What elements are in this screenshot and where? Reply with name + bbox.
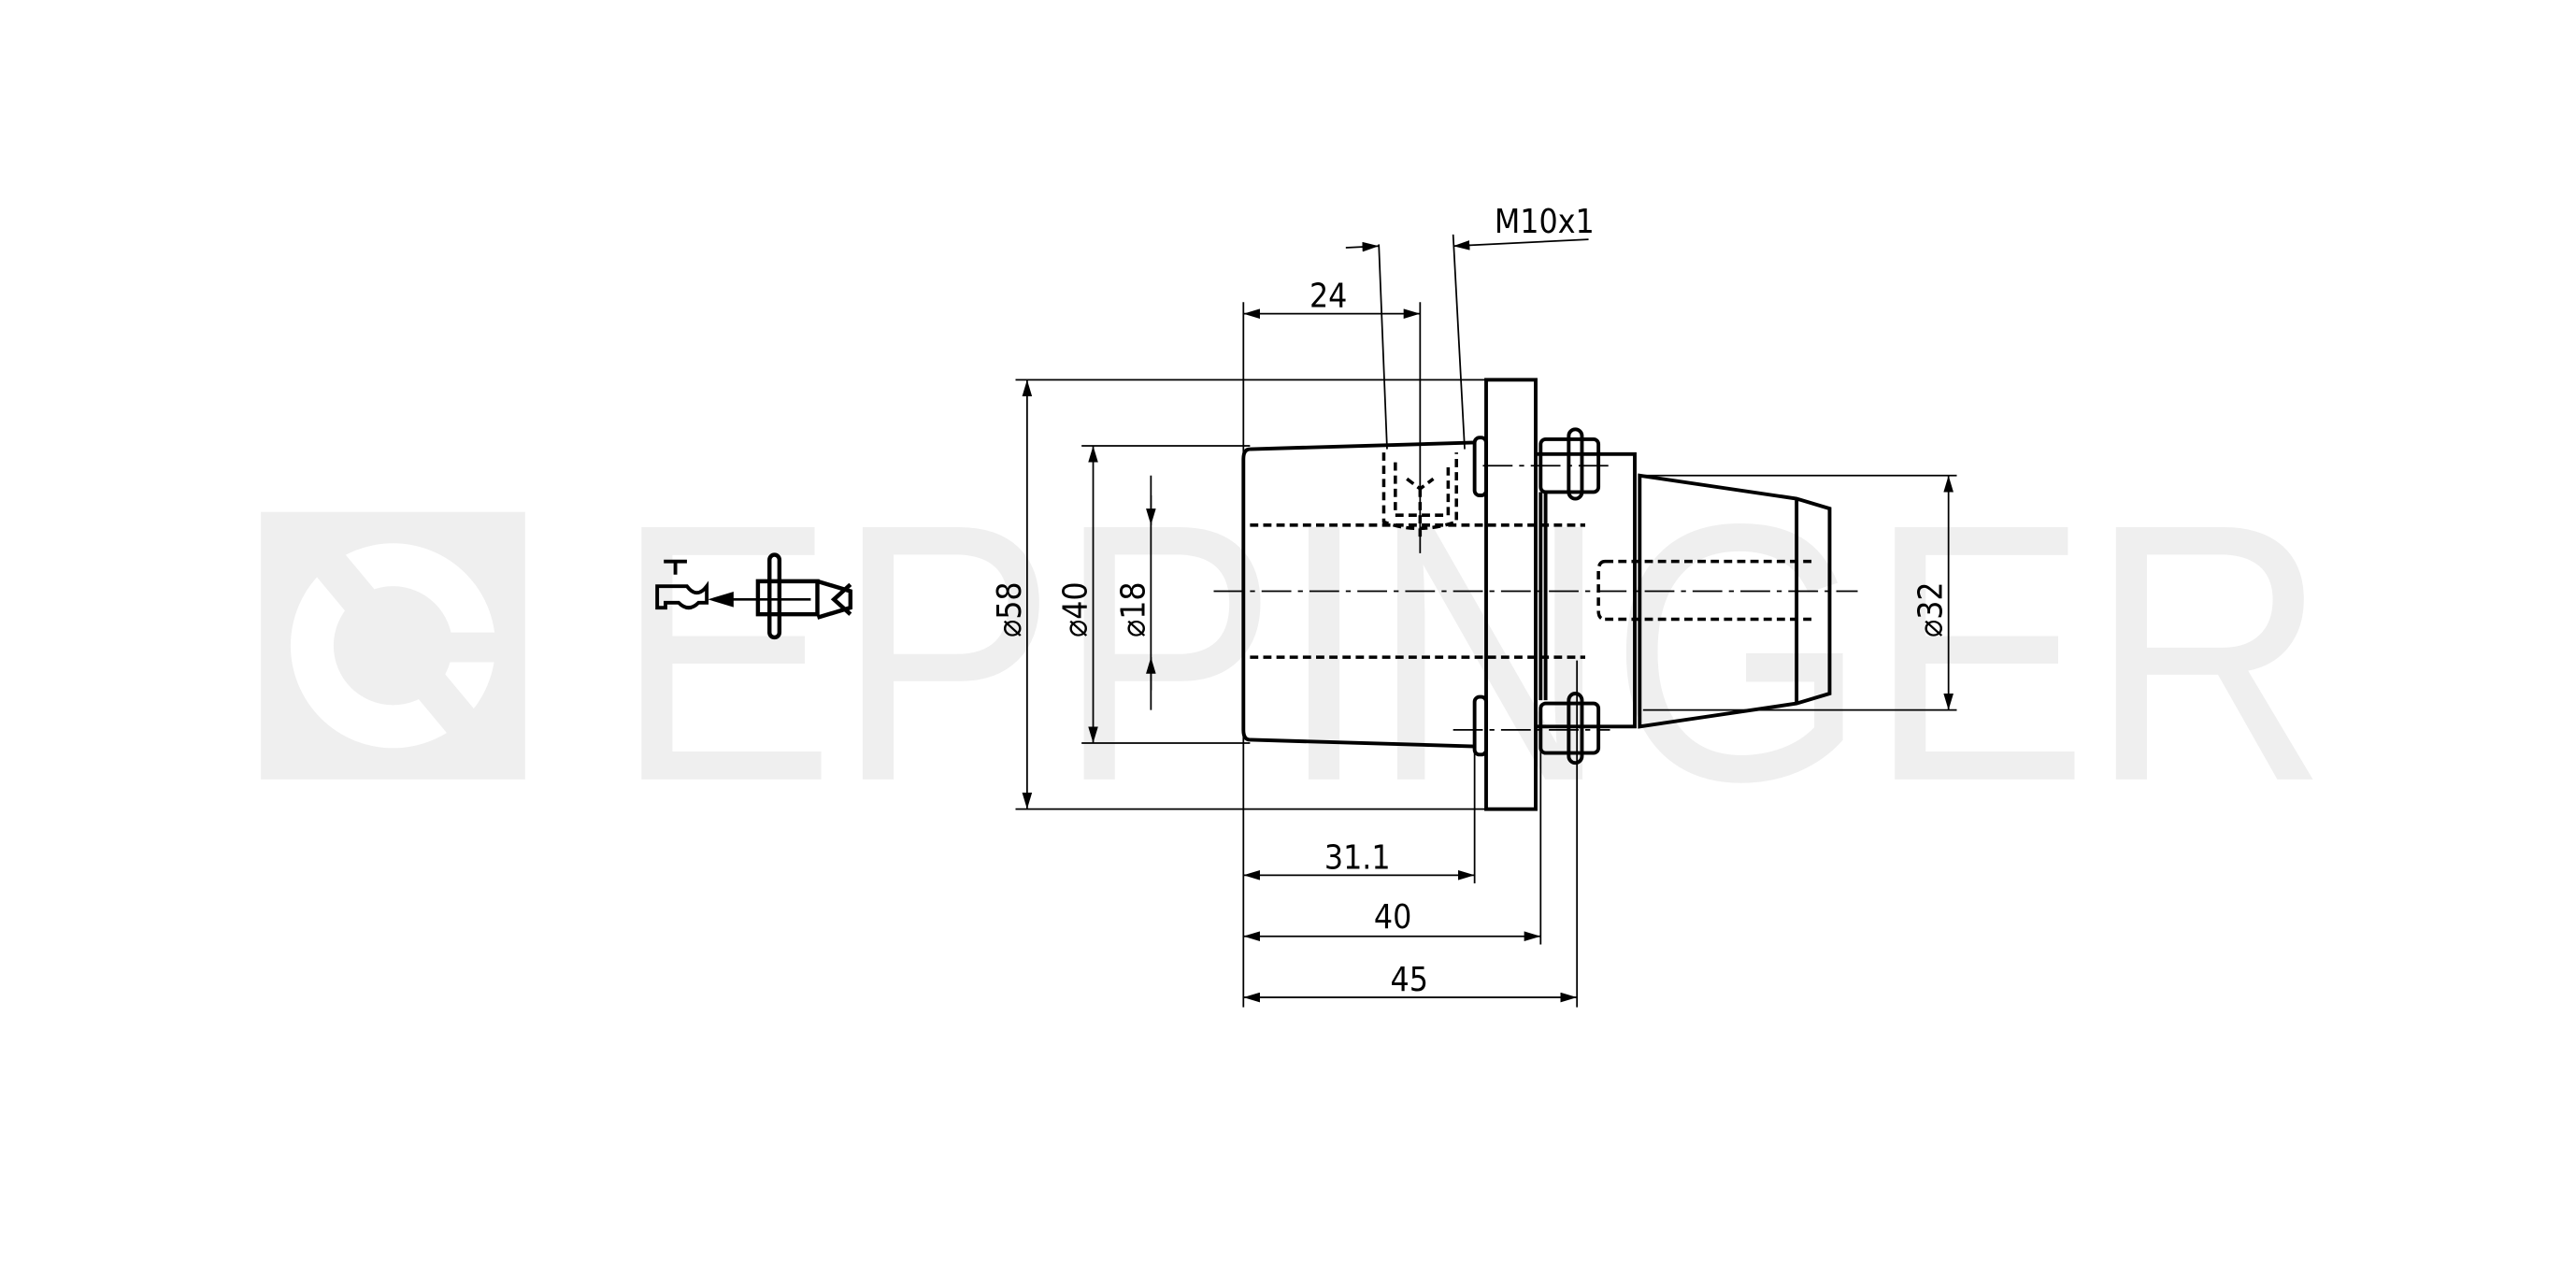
svg-text:⌀32: ⌀32 [1912,581,1951,637]
dim-diameter-32: ⌀32 [1642,474,1957,711]
dim-length-24: 24 [1242,278,1422,1008]
watermark-text: EPPINGER [614,449,2328,858]
coolant-tap-icon [655,559,709,610]
svg-text:⌀18: ⌀18 [1114,581,1152,637]
tool-holder-part [1213,378,1858,811]
dim-length-31-1: 31.1 [1243,751,1476,884]
svg-text:40: 40 [1374,898,1411,937]
svg-text:24: 24 [1309,278,1347,316]
svg-text:31.1: 31.1 [1324,838,1391,877]
dim-thread-m10x1: M10x1 [1345,203,1595,450]
svg-text:45: 45 [1391,961,1428,999]
dim-diameter-18: ⌀18 [1114,475,1156,710]
dim-length-40: 40 [1243,751,1542,945]
svg-text:M10x1: M10x1 [1495,203,1595,241]
watermark-logo: EPPINGER [261,449,2328,858]
svg-text:⌀58: ⌀58 [991,581,1029,637]
dim-diameter-58: ⌀58 [991,379,1486,810]
dim-diameter-40: ⌀40 [1056,445,1251,744]
tool-holder-icon [708,552,853,640]
svg-text:⌀40: ⌀40 [1056,581,1095,637]
dim-length-45: 45 [1243,660,1579,1008]
